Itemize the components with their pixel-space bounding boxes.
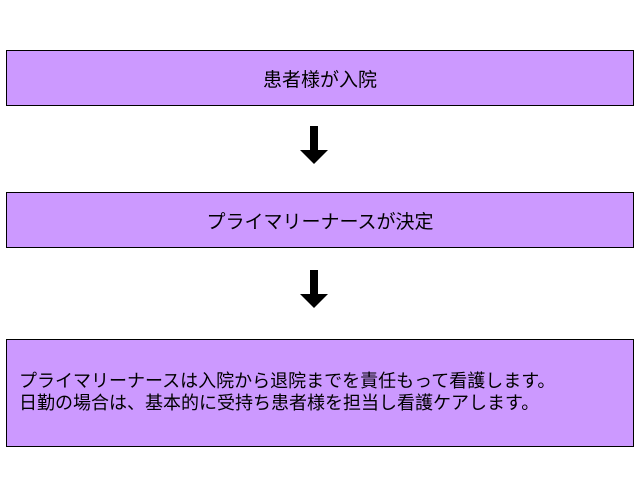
care-description: プライマリーナースは入院から退院までを責任もって看護します。 日勤の場合は、基本… <box>19 371 555 415</box>
step-box-admission: 患者様が入院 <box>6 50 634 106</box>
down-arrow-icon <box>300 270 328 308</box>
care-description-line-2: 日勤の場合は、基本的に受持ち患者様を担当し看護ケアします。 <box>19 393 540 414</box>
step-box-primary-nurse-assigned: プライマリーナースが決定 <box>6 192 634 248</box>
step-box-care-description: プライマリーナースは入院から退院までを責任もって看護します。 日勤の場合は、基本… <box>6 339 634 447</box>
step-label-primary-nurse-assigned: プライマリーナースが決定 <box>206 210 434 233</box>
step-label-admission: 患者様が入院 <box>262 68 377 91</box>
care-description-line-1: プライマリーナースは入院から退院までを責任もって看護します。 <box>19 371 556 392</box>
down-arrow-icon <box>300 126 328 164</box>
